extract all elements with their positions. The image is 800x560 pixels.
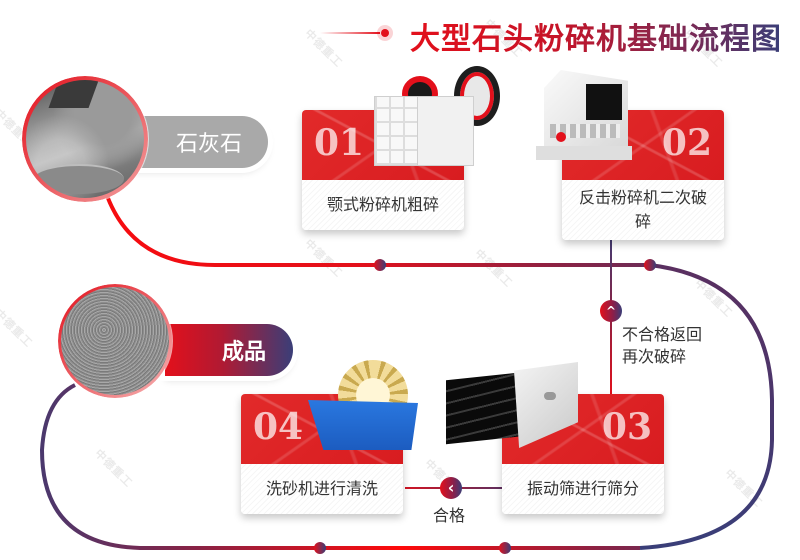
step-label-text: 反击粉碎机二次破碎 (578, 188, 707, 231)
step-label: 反击粉碎机二次破碎 (562, 180, 724, 240)
input-label: 石灰石 (175, 132, 242, 157)
output-label: 成品 (221, 340, 266, 365)
fail-note: 不合格返回 再次破碎 (622, 324, 702, 368)
flow-dot (374, 259, 386, 271)
step-label: 颚式粉碎机粗碎 (302, 180, 464, 230)
step-number: 01 (314, 122, 365, 164)
impact-crusher-icon (536, 66, 632, 166)
jaw-crusher-icon (368, 66, 500, 168)
limestone-photo-icon (24, 78, 146, 200)
chevron-up-icon[interactable]: ^ (600, 300, 622, 322)
sand-photo-icon (60, 286, 170, 396)
fail-note-line2: 再次破碎 (622, 347, 687, 366)
page-title: 大型石头粉碎机基础流程图 (410, 14, 782, 58)
vibrating-screen-icon (446, 362, 578, 448)
step-label: 振动筛进行筛分 (502, 464, 664, 514)
fail-note-line1: 不合格返回 (622, 325, 703, 344)
step-number: 03 (601, 406, 652, 448)
chevron-left-icon[interactable]: ‹ (440, 477, 462, 499)
sand-washer-icon (308, 360, 420, 450)
pass-note: 合格 (433, 506, 466, 525)
step-number: 02 (661, 122, 712, 164)
step-label: 洗砂机进行清洗 (241, 464, 403, 514)
step-number: 04 (253, 406, 304, 448)
title-decor-dot (377, 25, 393, 41)
output-label-pill: 成品 (165, 324, 293, 376)
flow-dot (499, 542, 511, 554)
flow-dot (644, 259, 656, 271)
title-decor-line (320, 32, 380, 34)
flow-dot (314, 542, 326, 554)
